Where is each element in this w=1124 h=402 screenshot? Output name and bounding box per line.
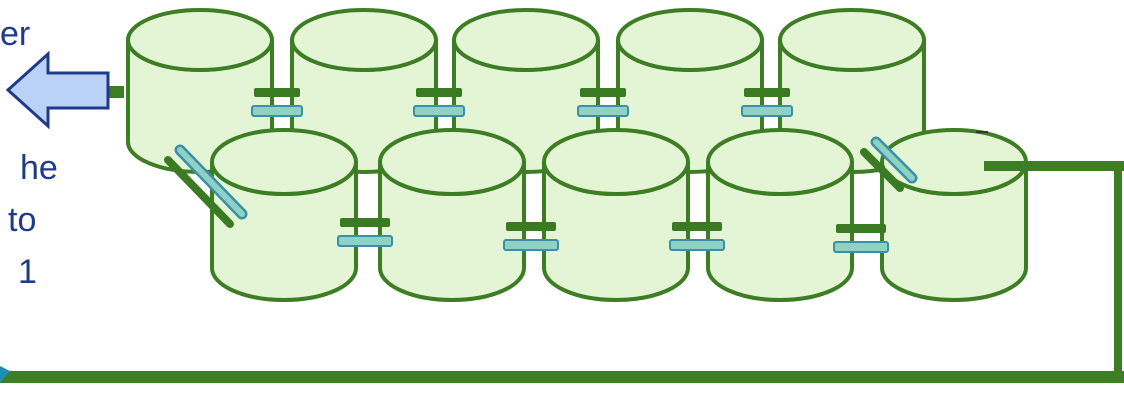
top-connector-2: [413, 88, 465, 117]
bottom-connector-3: [669, 222, 725, 251]
tank-bottom-4: [706, 128, 854, 302]
diagonal-connector-right: [860, 136, 918, 192]
tank-bottom-1: [210, 128, 358, 302]
connector-light-bar: [503, 239, 559, 251]
return-pipe-vertical: [1114, 161, 1122, 377]
arrow-pipe-stub: [108, 86, 124, 98]
pipe-network: [0, 86, 1124, 383]
diagonal-dark-bar: [164, 156, 234, 228]
text-fragment-4: 1: [18, 253, 37, 291]
text-fragment-3: to: [8, 201, 37, 239]
bottom-connector-2: [503, 222, 559, 251]
top-connector-3: [577, 88, 629, 117]
tank-bottom-5: [880, 128, 1028, 302]
connector-dark-bar: [836, 224, 886, 233]
left-arrow-icon: [5, 50, 110, 130]
tank-top: [378, 128, 526, 196]
connector-light-bar: [669, 239, 725, 251]
connector-dark-bar: [744, 88, 790, 97]
tank-top: [706, 128, 854, 196]
tank-top: [290, 8, 438, 72]
pipe-end-marker: [0, 366, 10, 383]
text-fragment-1: er: [0, 15, 31, 53]
connector-dark-bar: [580, 88, 626, 97]
tank-top: [616, 8, 764, 72]
connector-light-bar: [741, 105, 793, 117]
connector-dark-bar: [254, 88, 300, 97]
top-connector-1: [251, 88, 303, 117]
connector-dark-bar: [672, 222, 722, 231]
diagonal-light-bar: [177, 147, 245, 217]
diagonal-connector-left: [164, 144, 248, 228]
connector-dark-bar: [340, 218, 390, 227]
bottom-connector-1: [337, 218, 393, 247]
diagonal-dark-bar: [860, 148, 904, 192]
tank-top: [126, 8, 274, 72]
tank-top: [778, 8, 926, 72]
connector-light-bar: [337, 235, 393, 247]
connector-dark-bar: [506, 222, 556, 231]
tank-connectors: [164, 88, 918, 253]
bottom-row-tanks: [210, 128, 1028, 302]
top-connector-4: [741, 88, 793, 117]
tank-top: [452, 8, 600, 72]
bottom-connector-4: [833, 224, 889, 253]
tank-top: [542, 128, 690, 196]
text-fragment-2: he: [20, 149, 58, 187]
tank-top: [210, 128, 358, 196]
outlet-pipe: [984, 161, 1124, 171]
connector-light-bar: [251, 105, 303, 117]
diagonal-light-bar: [873, 139, 915, 181]
tank-bottom-3: [542, 128, 690, 302]
connector-light-bar: [577, 105, 629, 117]
tank-bottom-2: [378, 128, 526, 302]
return-pipe-horizontal: [0, 371, 1124, 383]
connector-light-bar: [413, 105, 465, 117]
connector-dark-bar: [416, 88, 462, 97]
connector-light-bar: [833, 241, 889, 253]
left-arrow-shape: [5, 50, 110, 130]
